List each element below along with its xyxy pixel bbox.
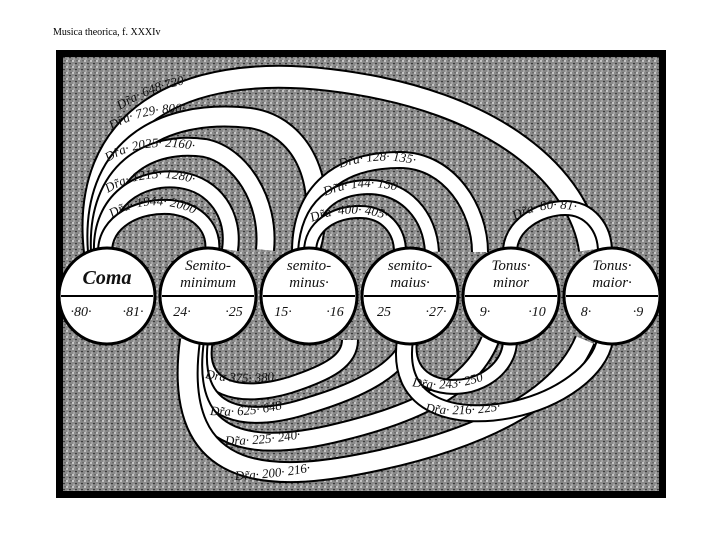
interval-circles: Coma ·80· ·81· Semito-minimum 24· ·25 semito-m… xyxy=(57,246,662,346)
ratio-lower-number: 8· xyxy=(581,305,592,320)
lower-ribbons xyxy=(176,335,614,484)
interval-circle: Coma ·80· ·81· xyxy=(57,246,157,346)
ratio-upper-number: ·25 xyxy=(225,305,243,320)
ratio-lower-number: 25 xyxy=(377,305,391,320)
upper-ribbons xyxy=(81,64,613,254)
ratio-upper-number: ·10 xyxy=(528,305,546,320)
interval-circle: Tonus·maior·8· ·9 xyxy=(562,246,662,346)
ratio-upper-number: ·9 xyxy=(633,305,644,320)
circle-name: semito-minus· xyxy=(287,258,331,291)
ratio-lower-number: 9· xyxy=(480,305,491,320)
ratio-lower-number: 15· xyxy=(274,305,292,320)
ratio-lower-number: 24· xyxy=(173,305,191,320)
interval-circle: semito-minus· 15· ·16 xyxy=(259,246,359,346)
circle-name: semito-maius· xyxy=(388,258,432,291)
circle-name: Tonus·minor xyxy=(491,258,530,291)
circle-name: Tonus·maior· xyxy=(592,258,632,291)
interval-circle: Semito-minimum 24· ·25 xyxy=(158,246,258,346)
circle-name: Coma xyxy=(83,267,132,289)
arc-label: Dr̃a 375· 380 xyxy=(203,366,275,385)
page-caption: Musica theorica, f. XXXIv xyxy=(53,27,161,38)
arc-label: Dr̃a· 216· 225· xyxy=(424,398,502,417)
ratio-upper-number: ·81· xyxy=(123,305,144,320)
ratio-upper-number: ·16 xyxy=(326,305,344,320)
ratio-lower-number: ·80· xyxy=(71,305,92,320)
circle-name: Semito-minimum xyxy=(180,258,236,291)
interval-circle: semito-maius· 25 ·27· xyxy=(360,246,460,346)
ratio-upper-number: ·27· xyxy=(426,305,447,320)
